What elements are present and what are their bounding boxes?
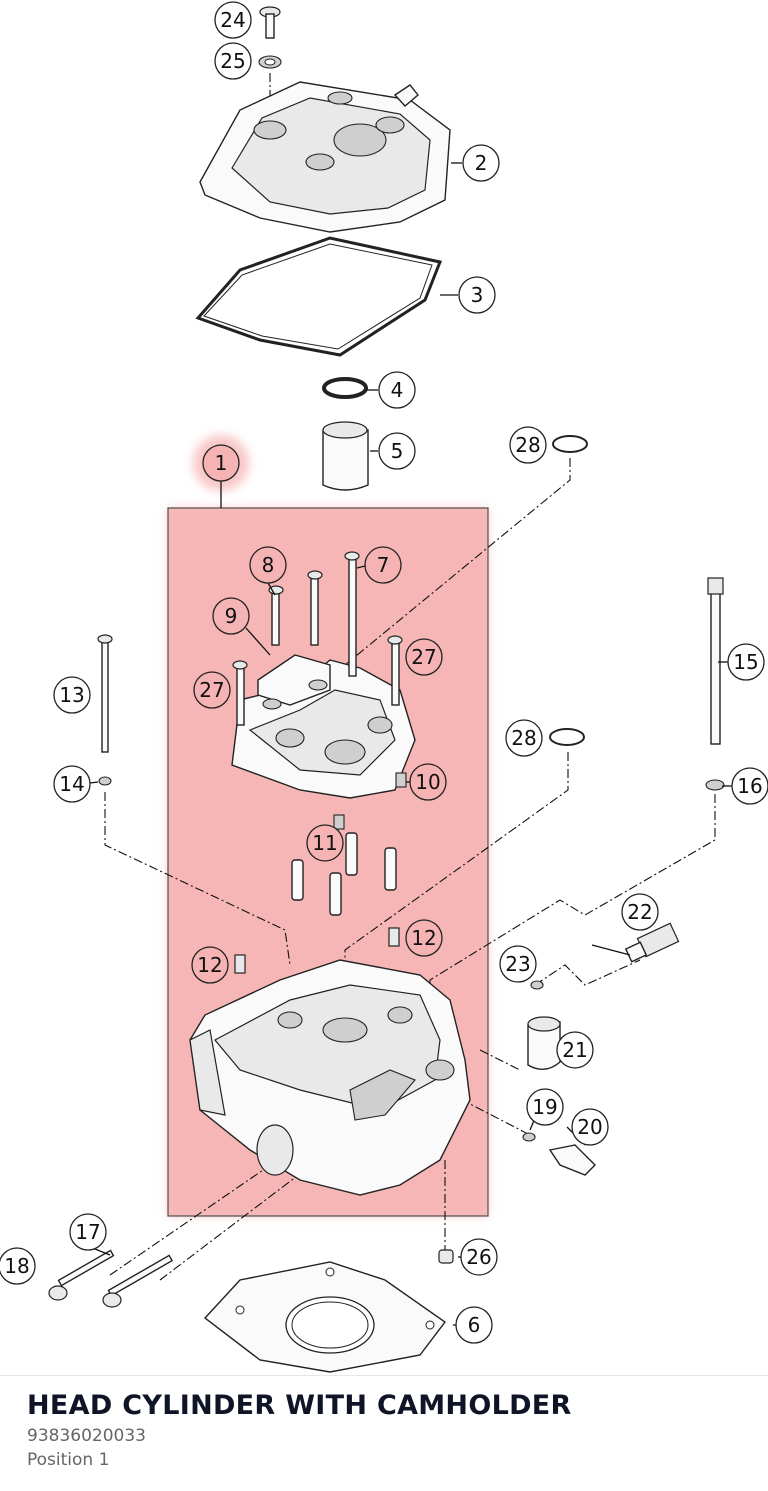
callout-1[interactable]: 1 [215,451,228,475]
svg-text:25: 25 [220,49,245,73]
bolts-18[interactable] [48,1249,174,1308]
callout-11[interactable]: 11 [306,824,344,862]
oring-28-top[interactable] [552,435,588,453]
plug-26[interactable] [438,1249,454,1264]
callout-15[interactable]: 15 [727,643,765,681]
svg-text:5: 5 [391,439,404,463]
callout-14[interactable]: 14 [53,765,91,803]
callout-21[interactable]: 21 [556,1031,594,1069]
svg-text:20: 20 [577,1115,602,1139]
callout-28-mid[interactable]: 28 [505,719,543,757]
svg-text:12: 12 [411,926,436,950]
part-title: HEAD CYLINDER WITH CAMHOLDER [27,1390,572,1421]
svg-text:21: 21 [562,1038,587,1062]
svg-text:24: 24 [220,8,245,32]
part-position: Position 1 [27,1450,110,1470]
callout-4[interactable]: 4 [378,371,416,409]
valve-cover[interactable] [199,81,451,233]
callout-24[interactable]: 24 [214,1,252,39]
callout-16[interactable]: 16 [731,767,768,805]
head-gasket-6[interactable] [203,1261,446,1373]
oring-28-mid[interactable] [549,728,585,746]
svg-text:17: 17 [75,1220,100,1244]
callout-27-right[interactable]: 27 [405,638,443,676]
callout-9[interactable]: 9 [212,597,250,635]
svg-text:13: 13 [59,683,84,707]
bolts-7-8-27[interactable] [232,551,403,726]
svg-text:28: 28 [515,433,540,457]
callout-10[interactable]: 10 [409,763,447,801]
svg-text:10: 10 [415,770,440,794]
svg-text:6: 6 [468,1313,481,1337]
svg-text:22: 22 [627,900,652,924]
svg-text:28: 28 [511,726,536,750]
callout-25[interactable]: 25 [214,42,252,80]
callout-5[interactable]: 5 [378,432,416,470]
oring-4[interactable] [322,377,368,399]
svg-text:23: 23 [505,952,530,976]
callout-17[interactable]: 17 [69,1213,107,1251]
sensor-22[interactable] [624,922,680,963]
sleeve-5[interactable] [322,421,369,491]
callout-27-left[interactable]: 27 [193,671,231,709]
seal-25[interactable] [258,55,282,69]
washer-14[interactable] [98,776,112,786]
svg-text:12: 12 [197,953,222,977]
gasket-3[interactable] [195,236,443,357]
svg-text:2: 2 [475,151,488,175]
svg-text:18: 18 [4,1254,29,1278]
cylinder-head[interactable] [189,959,471,1196]
callout-19[interactable]: 19 [526,1088,564,1126]
svg-text:26: 26 [466,1245,491,1269]
callout-23[interactable]: 23 [499,945,537,983]
bolt-13[interactable] [97,634,113,753]
exploded-parts-diagram: 1 2 3 4 5 6 7 8 9 10 11 12 12 13 14 15 1… [0,1,768,1373]
valve-guides-11[interactable] [291,832,397,916]
plug-10[interactable] [333,772,407,830]
callout-3[interactable]: 3 [458,276,496,314]
callouts: 1 2 3 4 5 6 7 8 9 10 11 12 12 13 14 15 1… [0,1,768,1344]
callout-8[interactable]: 8 [249,546,287,584]
svg-text:11: 11 [312,831,337,855]
bolt-24[interactable] [259,6,281,39]
plug-21[interactable] [527,1016,561,1070]
svg-text:8: 8 [262,553,275,577]
washer-19[interactable] [522,1132,536,1142]
svg-text:27: 27 [199,678,224,702]
callout-12-left[interactable]: 12 [191,946,229,984]
svg-text:16: 16 [737,774,762,798]
callout-22[interactable]: 22 [621,893,659,931]
callout-18[interactable]: 18 [0,1247,36,1285]
part-number: 93836020033 [27,1426,146,1446]
svg-text:14: 14 [59,772,84,796]
callout-20[interactable]: 20 [571,1108,609,1146]
washer-23[interactable] [530,980,544,990]
sensor-20[interactable] [548,1144,596,1176]
bolt-15[interactable] [707,577,724,745]
callout-2[interactable]: 2 [462,144,500,182]
callout-6[interactable]: 6 [455,1306,493,1344]
callout-12-right[interactable]: 12 [405,919,443,957]
callout-7[interactable]: 7 [364,546,402,584]
svg-text:27: 27 [411,645,436,669]
svg-text:15: 15 [733,650,758,674]
bracket-9[interactable] [257,654,331,710]
svg-text:7: 7 [377,553,390,577]
callout-28-top[interactable]: 28 [509,426,547,464]
washer-16[interactable] [705,779,725,791]
part-info-panel: HEAD CYLINDER WITH CAMHOLDER 93836020033… [0,1375,768,1491]
dowels-12[interactable] [234,927,400,974]
callout-26[interactable]: 26 [460,1238,498,1276]
svg-text:9: 9 [225,604,238,628]
svg-text:3: 3 [471,283,484,307]
svg-text:19: 19 [532,1095,557,1119]
svg-text:1: 1 [215,451,228,475]
callout-13[interactable]: 13 [53,676,91,714]
svg-text:4: 4 [391,378,404,402]
